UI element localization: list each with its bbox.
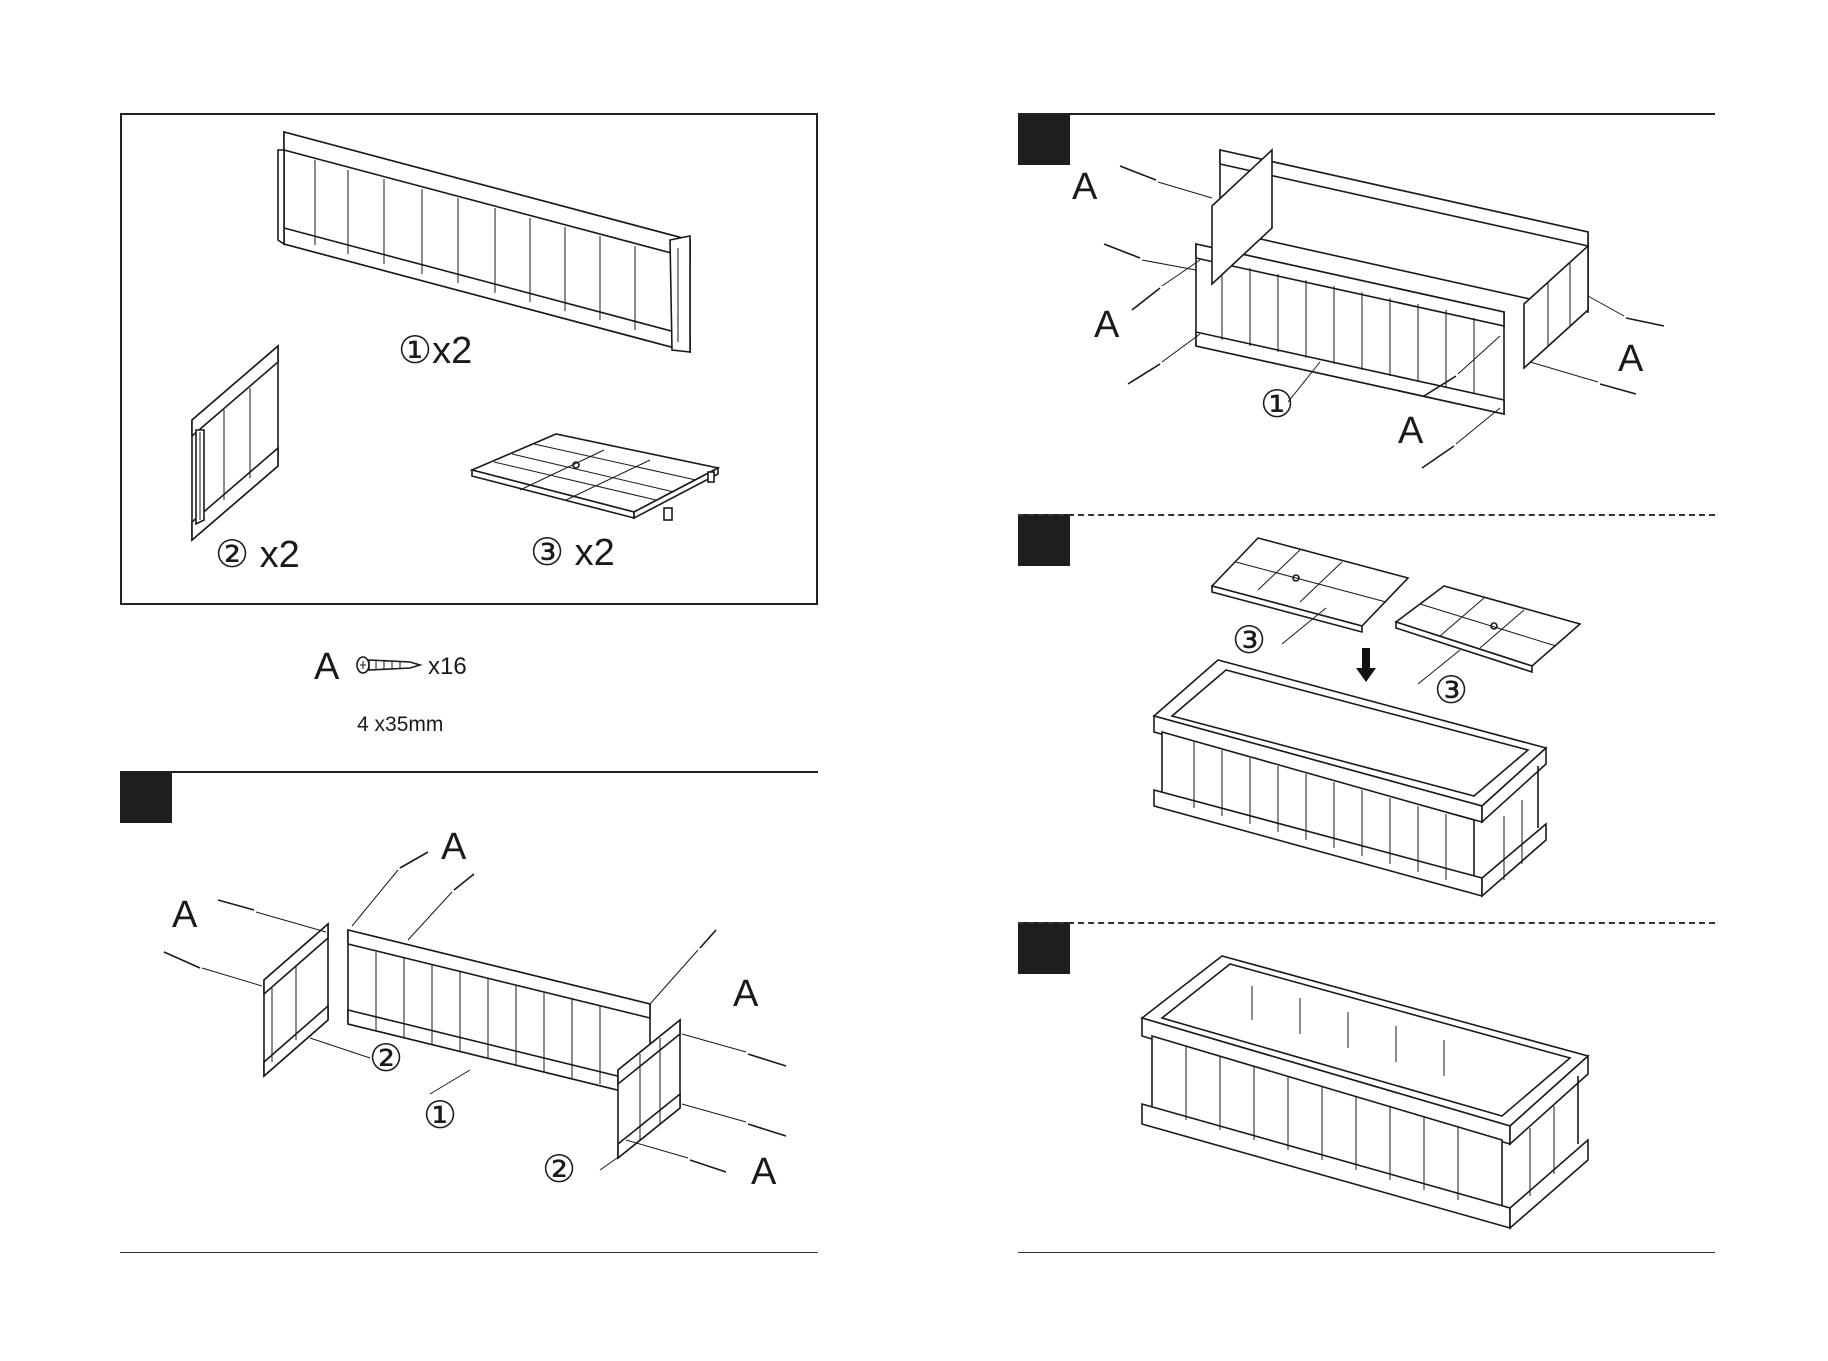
- right-page-footer-rule: [1018, 1252, 1715, 1253]
